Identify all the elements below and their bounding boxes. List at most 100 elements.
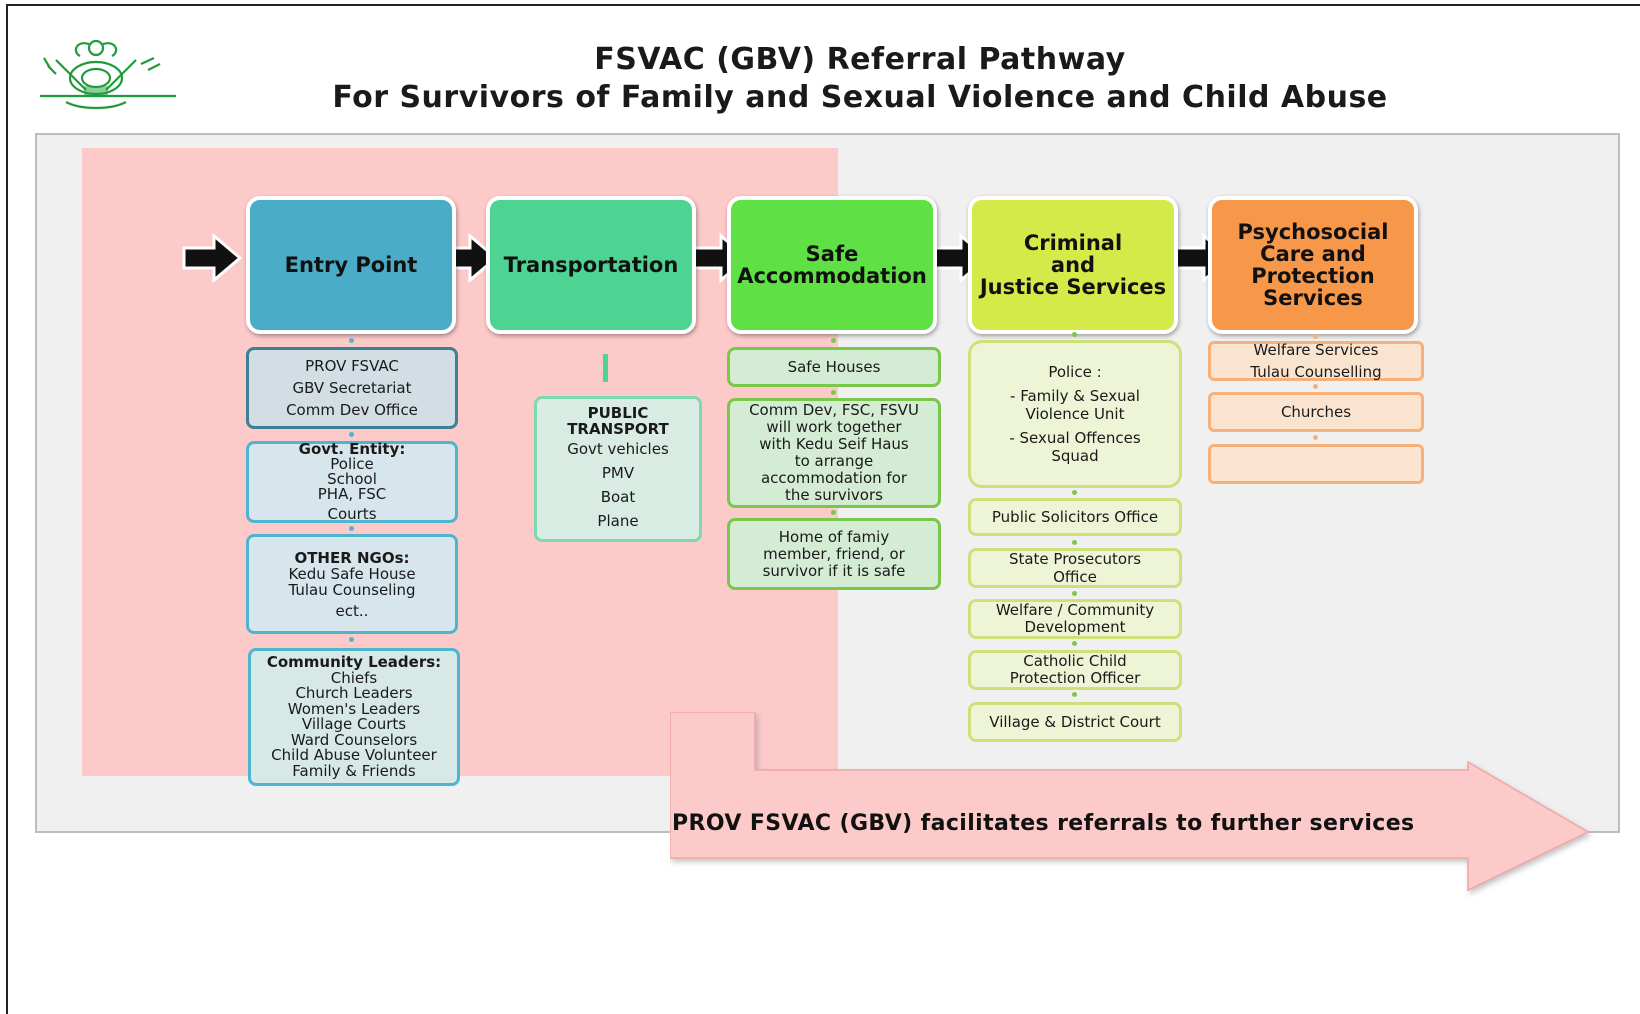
- criminal-text: Public Solicitors Office: [991, 508, 1159, 526]
- entry-text: Women's Leaders: [287, 699, 421, 718]
- transportation-label: Transportation: [503, 253, 679, 277]
- government-emblem-logo: [40, 39, 176, 110]
- connector-dot: [831, 510, 836, 515]
- flow-arrow-icon: [182, 232, 243, 284]
- safe-box-safe-houses: Safe Houses: [727, 347, 941, 387]
- criminal-box-village-district-court: Village & District Court: [968, 702, 1182, 742]
- transport-text: Plane: [597, 512, 639, 530]
- transport-text: Govt vehicles: [567, 440, 669, 458]
- entry-text: Family & Friends: [292, 761, 416, 780]
- safe-box-home: Home of famiy member, friend, or survivo…: [727, 518, 941, 590]
- safe-accommodation-label-2: Accommodation: [737, 264, 927, 288]
- psycho-text: Tulau Counselling: [1250, 363, 1382, 381]
- psychosocial-label-3: Protection: [1251, 264, 1375, 288]
- entry-heading: Community Leaders:: [266, 653, 442, 671]
- entry-point-label: Entry Point: [284, 253, 418, 277]
- psycho-text: Welfare Services: [1253, 341, 1379, 359]
- safe-text: member, friend, or: [763, 544, 905, 563]
- entry-box-prov-fsvac: PROV FSVAC GBV Secretariat Comm Dev Offi…: [246, 347, 458, 429]
- connector-dot: [1072, 591, 1077, 596]
- criminal-justice-label-3: Justice Services: [979, 275, 1167, 299]
- safe-text: to arrange: [794, 452, 874, 470]
- entry-text: Church Leaders: [295, 684, 413, 702]
- connector-dot: [349, 338, 354, 343]
- connector-dot: [1313, 334, 1318, 339]
- psychosocial-label-2: Care and: [1260, 242, 1366, 266]
- entry-text: ect..: [335, 601, 369, 620]
- transport-text: PMV: [601, 464, 635, 482]
- criminal-justice-label-1: Criminal: [1023, 231, 1123, 255]
- criminal-text: Violence Unit: [1025, 405, 1125, 423]
- connector-dot: [349, 526, 354, 531]
- connector-dot: [831, 338, 836, 343]
- psychosocial-header: Psychosocial Care and Protection Service…: [1208, 196, 1418, 334]
- criminal-text: Protection Officer: [1009, 669, 1141, 687]
- safe-box-arrangement: Comm Dev, FSC, FSVU will work together w…: [727, 398, 941, 508]
- safe-text: Safe Houses: [787, 358, 881, 376]
- safe-text: Comm Dev, FSC, FSVU: [749, 401, 919, 419]
- entry-point-header: Entry Point: [246, 196, 456, 334]
- connector-dot: [1313, 384, 1318, 389]
- safe-text: Home of famiy: [778, 527, 890, 546]
- safe-text: with Kedu Seif Haus: [759, 435, 909, 453]
- connector-dot: [1072, 490, 1077, 495]
- referral-arrow-icon: [670, 712, 1590, 892]
- entry-text: Courts: [327, 505, 377, 523]
- entry-box-community-leaders: Community Leaders: Chiefs Church Leaders…: [248, 648, 460, 786]
- connector-dot: [1072, 540, 1077, 545]
- connector-dot: [349, 432, 354, 437]
- connector-line: [603, 354, 608, 382]
- entry-text: Kedu Safe House: [288, 564, 416, 583]
- entry-box-other-ngos: OTHER NGOs: Kedu Safe House Tulau Counse…: [246, 534, 458, 634]
- criminal-text: State Prosecutors: [1008, 550, 1142, 568]
- referral-arrow-text: PROV FSVAC (GBV) facilitates referrals t…: [672, 811, 1415, 836]
- criminal-box-state-prosecutors: State Prosecutors Office: [968, 548, 1182, 588]
- connector-dot: [1072, 692, 1077, 697]
- page-title: FSVAC (GBV) Referral Pathway: [594, 42, 1126, 77]
- criminal-text: Squad: [1051, 447, 1099, 465]
- psycho-box-empty: [1208, 444, 1424, 484]
- entry-text: Comm Dev Office: [286, 401, 418, 419]
- criminal-text: Welfare / Community: [995, 601, 1155, 619]
- entry-text: Child Abuse Volunteer: [271, 746, 437, 764]
- safe-text: the survivors: [785, 486, 883, 504]
- criminal-justice-label-2: and: [1050, 253, 1096, 277]
- psychosocial-label-1: Psychosocial: [1237, 220, 1389, 244]
- criminal-box-police: Police : - Family & Sexual Violence Unit…: [968, 340, 1182, 488]
- psychosocial-label-4: Services: [1263, 286, 1363, 310]
- criminal-justice-header: Criminal and Justice Services: [968, 196, 1178, 334]
- safe-accommodation-header: Safe Accommodation: [727, 196, 937, 334]
- criminal-box-catholic-child: Catholic Child Protection Officer: [968, 650, 1182, 690]
- connector-dot: [1072, 332, 1077, 337]
- connector-dot: [349, 637, 354, 642]
- psycho-text: Churches: [1280, 403, 1352, 421]
- safe-text: accommodation for: [760, 469, 908, 487]
- safe-text: survivor if it is safe: [762, 561, 906, 580]
- entry-heading: OTHER NGOs:: [294, 548, 410, 567]
- entry-text: Police: [330, 455, 374, 473]
- entry-text: Ward Counselors: [290, 730, 418, 749]
- psycho-box-welfare: Welfare Services Tulau Counselling: [1208, 341, 1424, 381]
- criminal-box-public-solicitors: Public Solicitors Office: [968, 498, 1182, 536]
- entry-text: PROV FSVAC: [305, 357, 399, 375]
- safe-accommodation-label-1: Safe: [805, 242, 859, 266]
- transport-heading: TRANSPORT: [567, 420, 669, 438]
- criminal-text: Village & District Court: [989, 713, 1161, 731]
- page-subtitle: For Survivors of Family and Sexual Viole…: [332, 80, 1388, 115]
- transport-heading: PUBLIC: [587, 404, 649, 422]
- criminal-text: - Sexual Offences: [1009, 429, 1141, 447]
- criminal-text: Development: [1024, 618, 1126, 636]
- psycho-box-churches: Churches: [1208, 392, 1424, 432]
- connector-dot: [831, 390, 836, 395]
- entry-heading: Govt. Entity:: [298, 440, 406, 458]
- criminal-text: Office: [1053, 568, 1097, 586]
- safe-text: will work together: [766, 418, 902, 436]
- criminal-text: Police :: [1048, 363, 1102, 381]
- entry-text: Village Courts: [301, 715, 407, 733]
- entry-box-govt-entity: Govt. Entity: Police School PHA, FSC Cou…: [246, 441, 458, 523]
- transport-text: Boat: [600, 488, 636, 506]
- entry-text: GBV Secretariat: [292, 379, 412, 397]
- entry-text: School: [327, 470, 377, 488]
- criminal-text: Catholic Child: [1023, 652, 1127, 670]
- criminal-box-welfare: Welfare / Community Development: [968, 599, 1182, 639]
